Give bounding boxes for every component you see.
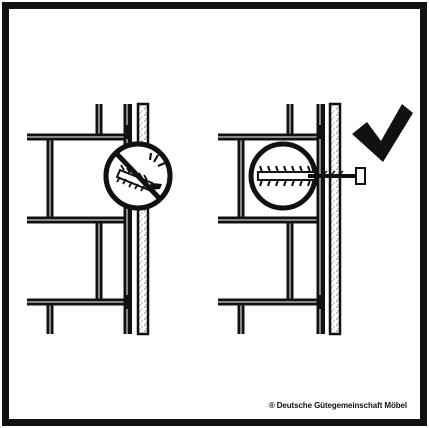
wrong-panel — [27, 102, 173, 336]
anchor-block-left-bottom — [124, 295, 132, 309]
plaster-layer-right — [328, 102, 342, 336]
brick-wall-right — [218, 104, 324, 334]
prohibition-slash — [113, 150, 163, 202]
anchor-block-left-top — [124, 125, 132, 139]
prohibited-icon — [103, 141, 173, 211]
right-panel — [218, 102, 413, 336]
dowel-correct — [257, 165, 366, 187]
brick-wall-left — [27, 104, 131, 334]
crack-lines — [148, 152, 166, 168]
plaster-layer-left — [136, 102, 150, 336]
copyright-label: ® Deutsche Gütegemeinschaft Möbel — [268, 401, 407, 410]
checkmark-icon — [352, 104, 413, 162]
anchor-block-right-bottom — [317, 295, 325, 309]
anchor-block-right-top — [317, 125, 325, 139]
